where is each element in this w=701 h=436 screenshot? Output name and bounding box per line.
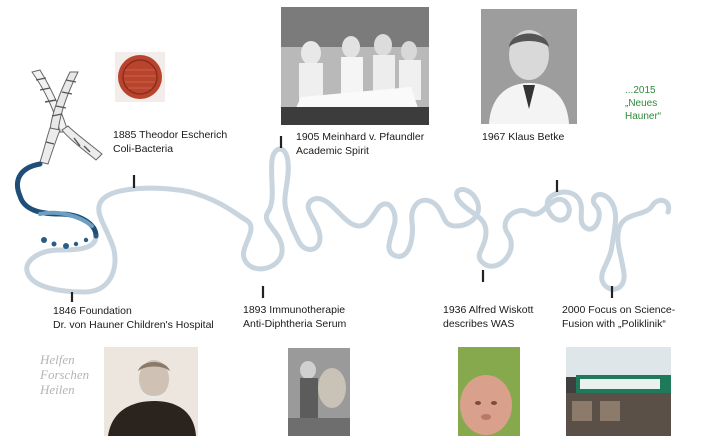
protein-strand [17,149,668,292]
wiskott-baby-photo [458,347,520,436]
pfaundler-group-photo [281,7,429,125]
betke-portrait-photo [481,9,577,124]
event-label-1967: 1967 Klaus Betke [482,130,564,144]
chromosome-icon [32,70,102,164]
immunotherapy-photo [288,348,350,436]
event-label-2000: 2000 Focus on Science-Fusion with „Polik… [562,303,675,331]
hauner-founder-portrait [104,347,198,436]
escherich-seal-image [115,52,165,102]
motto-text: Helfen Forschen Heilen [40,352,89,397]
poliklinik-building-photo [566,347,671,436]
